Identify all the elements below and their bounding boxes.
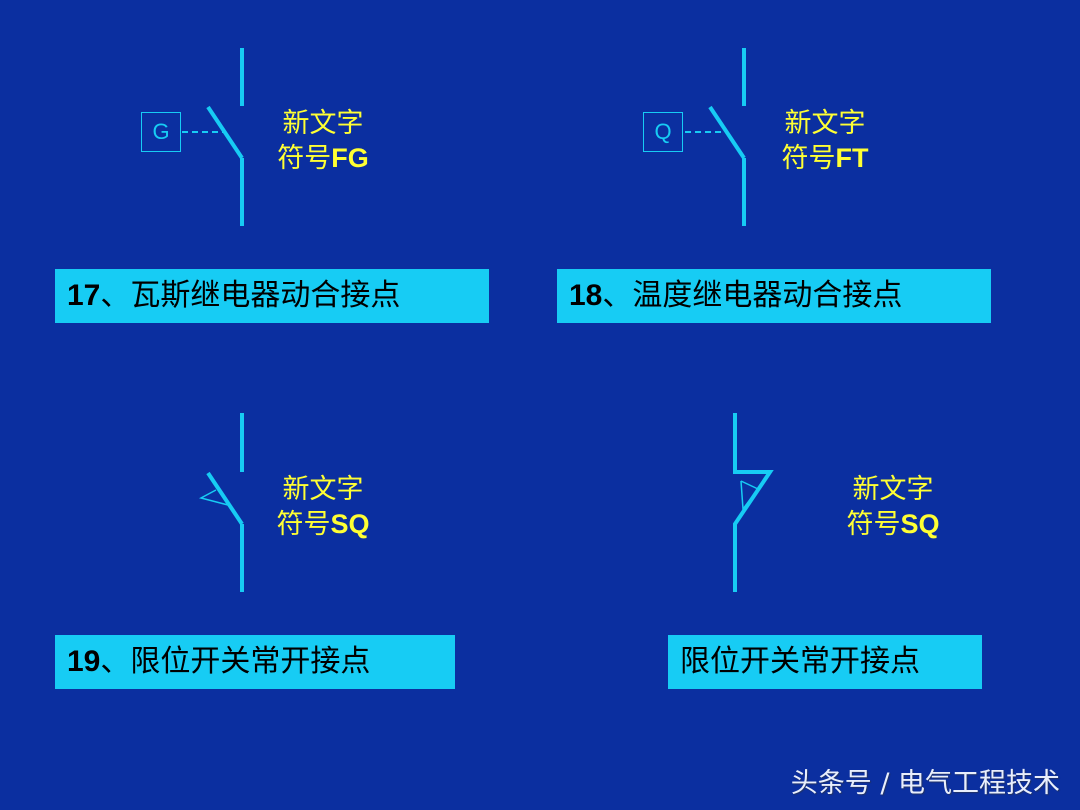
caption-separator: 、 bbox=[602, 278, 633, 313]
relay-box-g: G bbox=[141, 112, 181, 152]
label-line1: 新文字 bbox=[784, 108, 866, 139]
caption-number: 19 bbox=[67, 645, 101, 678]
caption-text: 限位开关常开接点 bbox=[680, 644, 920, 679]
watermark: 头条号 / 电气工程技术 bbox=[790, 768, 1060, 799]
label-line1: 新文字 bbox=[852, 474, 934, 505]
caption-separator: 、 bbox=[100, 644, 131, 679]
limit-switch-no-contact-symbol bbox=[198, 413, 244, 592]
caption-number: 18 bbox=[569, 279, 603, 312]
caption-18: 18、温度继电器动合接点 bbox=[557, 269, 991, 323]
relay-box-q: Q bbox=[643, 112, 683, 152]
temperature-relay-contact-symbol bbox=[685, 48, 746, 226]
symbol-label-17: 新文字 符号FG bbox=[270, 107, 376, 176]
label-code: FG bbox=[331, 143, 369, 173]
caption-text: 温度继电器动合接点 bbox=[632, 278, 903, 313]
label-code: SQ bbox=[330, 509, 370, 539]
label-line1: 新文字 bbox=[282, 474, 364, 505]
symbol-label-20: 新文字 符号SQ bbox=[840, 473, 946, 542]
symbol-label-19: 新文字 符号SQ bbox=[270, 473, 376, 542]
label-prefix: 符号 bbox=[846, 509, 901, 540]
caption-number: 17 bbox=[67, 279, 101, 312]
caption-separator: 、 bbox=[100, 278, 131, 313]
label-prefix: 符号 bbox=[781, 143, 836, 174]
caption-19: 19、限位开关常开接点 bbox=[55, 635, 455, 689]
label-line2: 符号SQ bbox=[840, 507, 946, 542]
label-line2: 符号FT bbox=[772, 141, 878, 176]
caption-text: 瓦斯继电器动合接点 bbox=[130, 278, 401, 313]
gas-relay-contact-symbol bbox=[182, 48, 244, 226]
label-line2: 符号FG bbox=[270, 141, 376, 176]
label-code: FT bbox=[835, 143, 869, 173]
label-prefix: 符号 bbox=[276, 509, 331, 540]
label-prefix: 符号 bbox=[277, 143, 332, 174]
label-code: SQ bbox=[900, 509, 940, 539]
symbol-label-18: 新文字 符号FT bbox=[772, 107, 878, 176]
label-line2: 符号SQ bbox=[270, 507, 376, 542]
label-line1: 新文字 bbox=[282, 108, 364, 139]
caption-20: 限位开关常开接点 bbox=[668, 635, 982, 689]
caption-text: 限位开关常开接点 bbox=[130, 644, 371, 679]
limit-switch-alt-contact-symbol bbox=[733, 413, 774, 592]
caption-17: 17、瓦斯继电器动合接点 bbox=[55, 269, 489, 323]
